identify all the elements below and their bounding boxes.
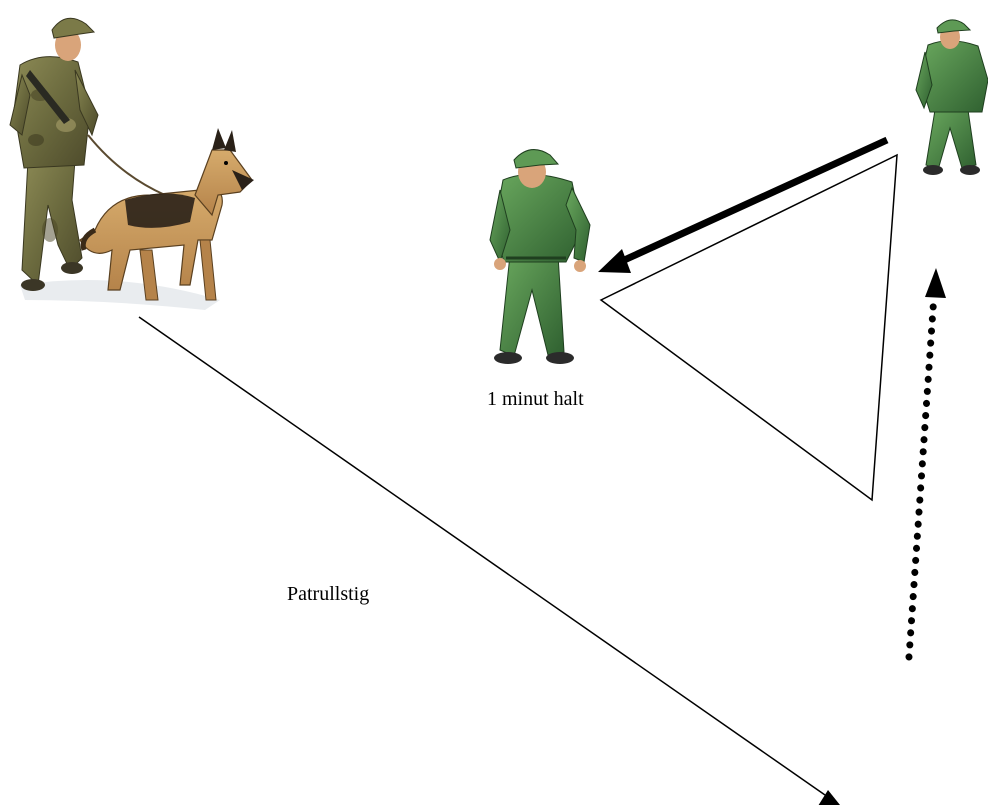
standing-soldier-icon [916, 20, 988, 175]
return-arrow [598, 140, 887, 273]
halt-label: 1 minut halt [487, 389, 584, 409]
dotted-arrow [909, 268, 946, 657]
patrol-path-label: Patrullstig [287, 584, 369, 604]
soldier-with-dog-icon [10, 18, 254, 310]
standing-soldier-icon [490, 150, 590, 364]
